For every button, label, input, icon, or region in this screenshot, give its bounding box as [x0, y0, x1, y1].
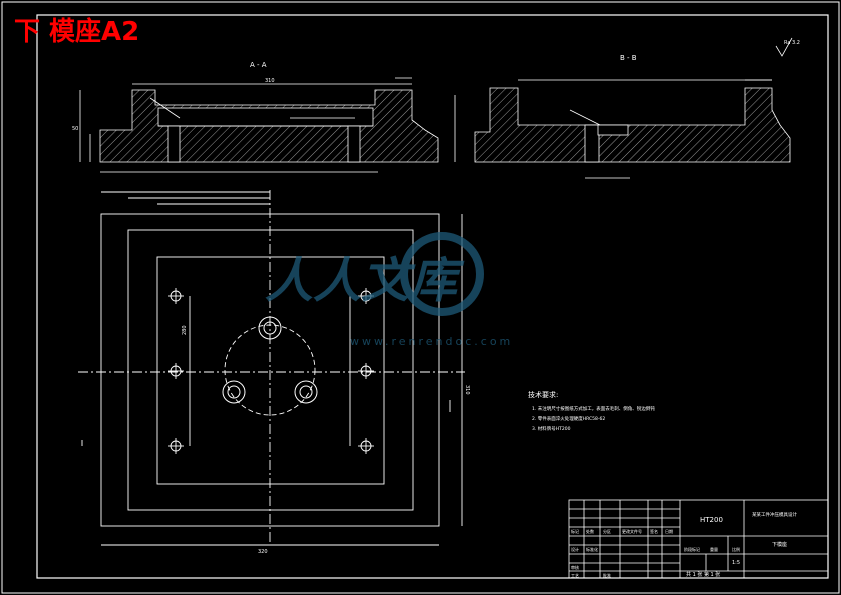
tb-row2-cell: 比例	[732, 546, 740, 552]
hole	[168, 288, 184, 304]
guide-boss	[294, 380, 318, 404]
dim-a-total: 310	[265, 78, 275, 84]
dim-hole-pitch: 280	[182, 325, 188, 335]
dim-a-height: 50	[72, 126, 78, 132]
section-a-view	[79, 77, 439, 173]
drawing-title: 下 模座A2	[14, 16, 139, 47]
tb-row2-cell: 重量	[710, 546, 718, 552]
tech-req-item: 3. 材料牌号HT200	[532, 425, 571, 432]
title-block	[568, 499, 829, 579]
watermark: 人人文库 www.renrendoc.com	[265, 232, 513, 348]
dim-plan-width: 320	[258, 549, 268, 555]
roughness-value: Ra 3.2	[784, 40, 800, 46]
tech-req-item: 1. 未注明尺寸按图纸方式加工，表面去毛刺、倒角、锐边倒钝	[532, 405, 655, 412]
guide-boss	[222, 380, 246, 404]
tb-role: 分区	[603, 528, 611, 534]
tech-req-item: 2. 零件表面淬火处理硬度HRC58-62	[532, 415, 605, 422]
watermark-url: www.renrendoc.com	[350, 335, 513, 348]
tb-row2-cell: 设计	[571, 546, 579, 552]
section-a-label: A - A	[250, 61, 267, 69]
roughness-symbol	[775, 37, 793, 57]
tb-role: 签名	[650, 528, 658, 534]
tech-req-heading: 技术要求:	[528, 390, 558, 399]
hole-group	[168, 288, 374, 454]
tb-row2-cell: 阶段标记	[684, 546, 700, 552]
tb-scale: 1:5	[732, 560, 740, 566]
plan-view	[78, 190, 465, 546]
tb-row3-cell: 工艺	[571, 573, 579, 578]
tb-role: 更改文件号	[622, 528, 642, 534]
tb-row2-cell: 标准化	[586, 546, 598, 552]
tb-sheet: 共 1 张 第 1 张	[686, 571, 720, 578]
hole	[358, 363, 374, 379]
hole	[358, 438, 374, 454]
tb-role: 标记	[571, 528, 579, 534]
hole	[168, 438, 184, 454]
watermark-cn: 人人文库	[265, 253, 465, 309]
tb-project: 某某工件冲压模具设计	[752, 511, 797, 518]
watermark-ring	[400, 232, 484, 316]
tb-role: 日期	[665, 528, 673, 534]
tb-role: 处数	[586, 528, 594, 534]
hole	[168, 363, 184, 379]
guide-boss	[258, 316, 282, 340]
section-b-view	[454, 79, 791, 179]
tb-part-name: 下模座	[772, 541, 787, 548]
section-b-label: B - B	[620, 54, 637, 62]
tb-row3-cell: 批准	[603, 572, 611, 578]
hole	[358, 288, 374, 304]
drawing-frame	[36, 14, 829, 579]
dim-plan-height: 310	[464, 385, 470, 395]
tb-material: HT200	[700, 516, 723, 524]
guide-boss-group	[222, 316, 318, 404]
tb-row3-cell: 审核	[571, 564, 579, 570]
